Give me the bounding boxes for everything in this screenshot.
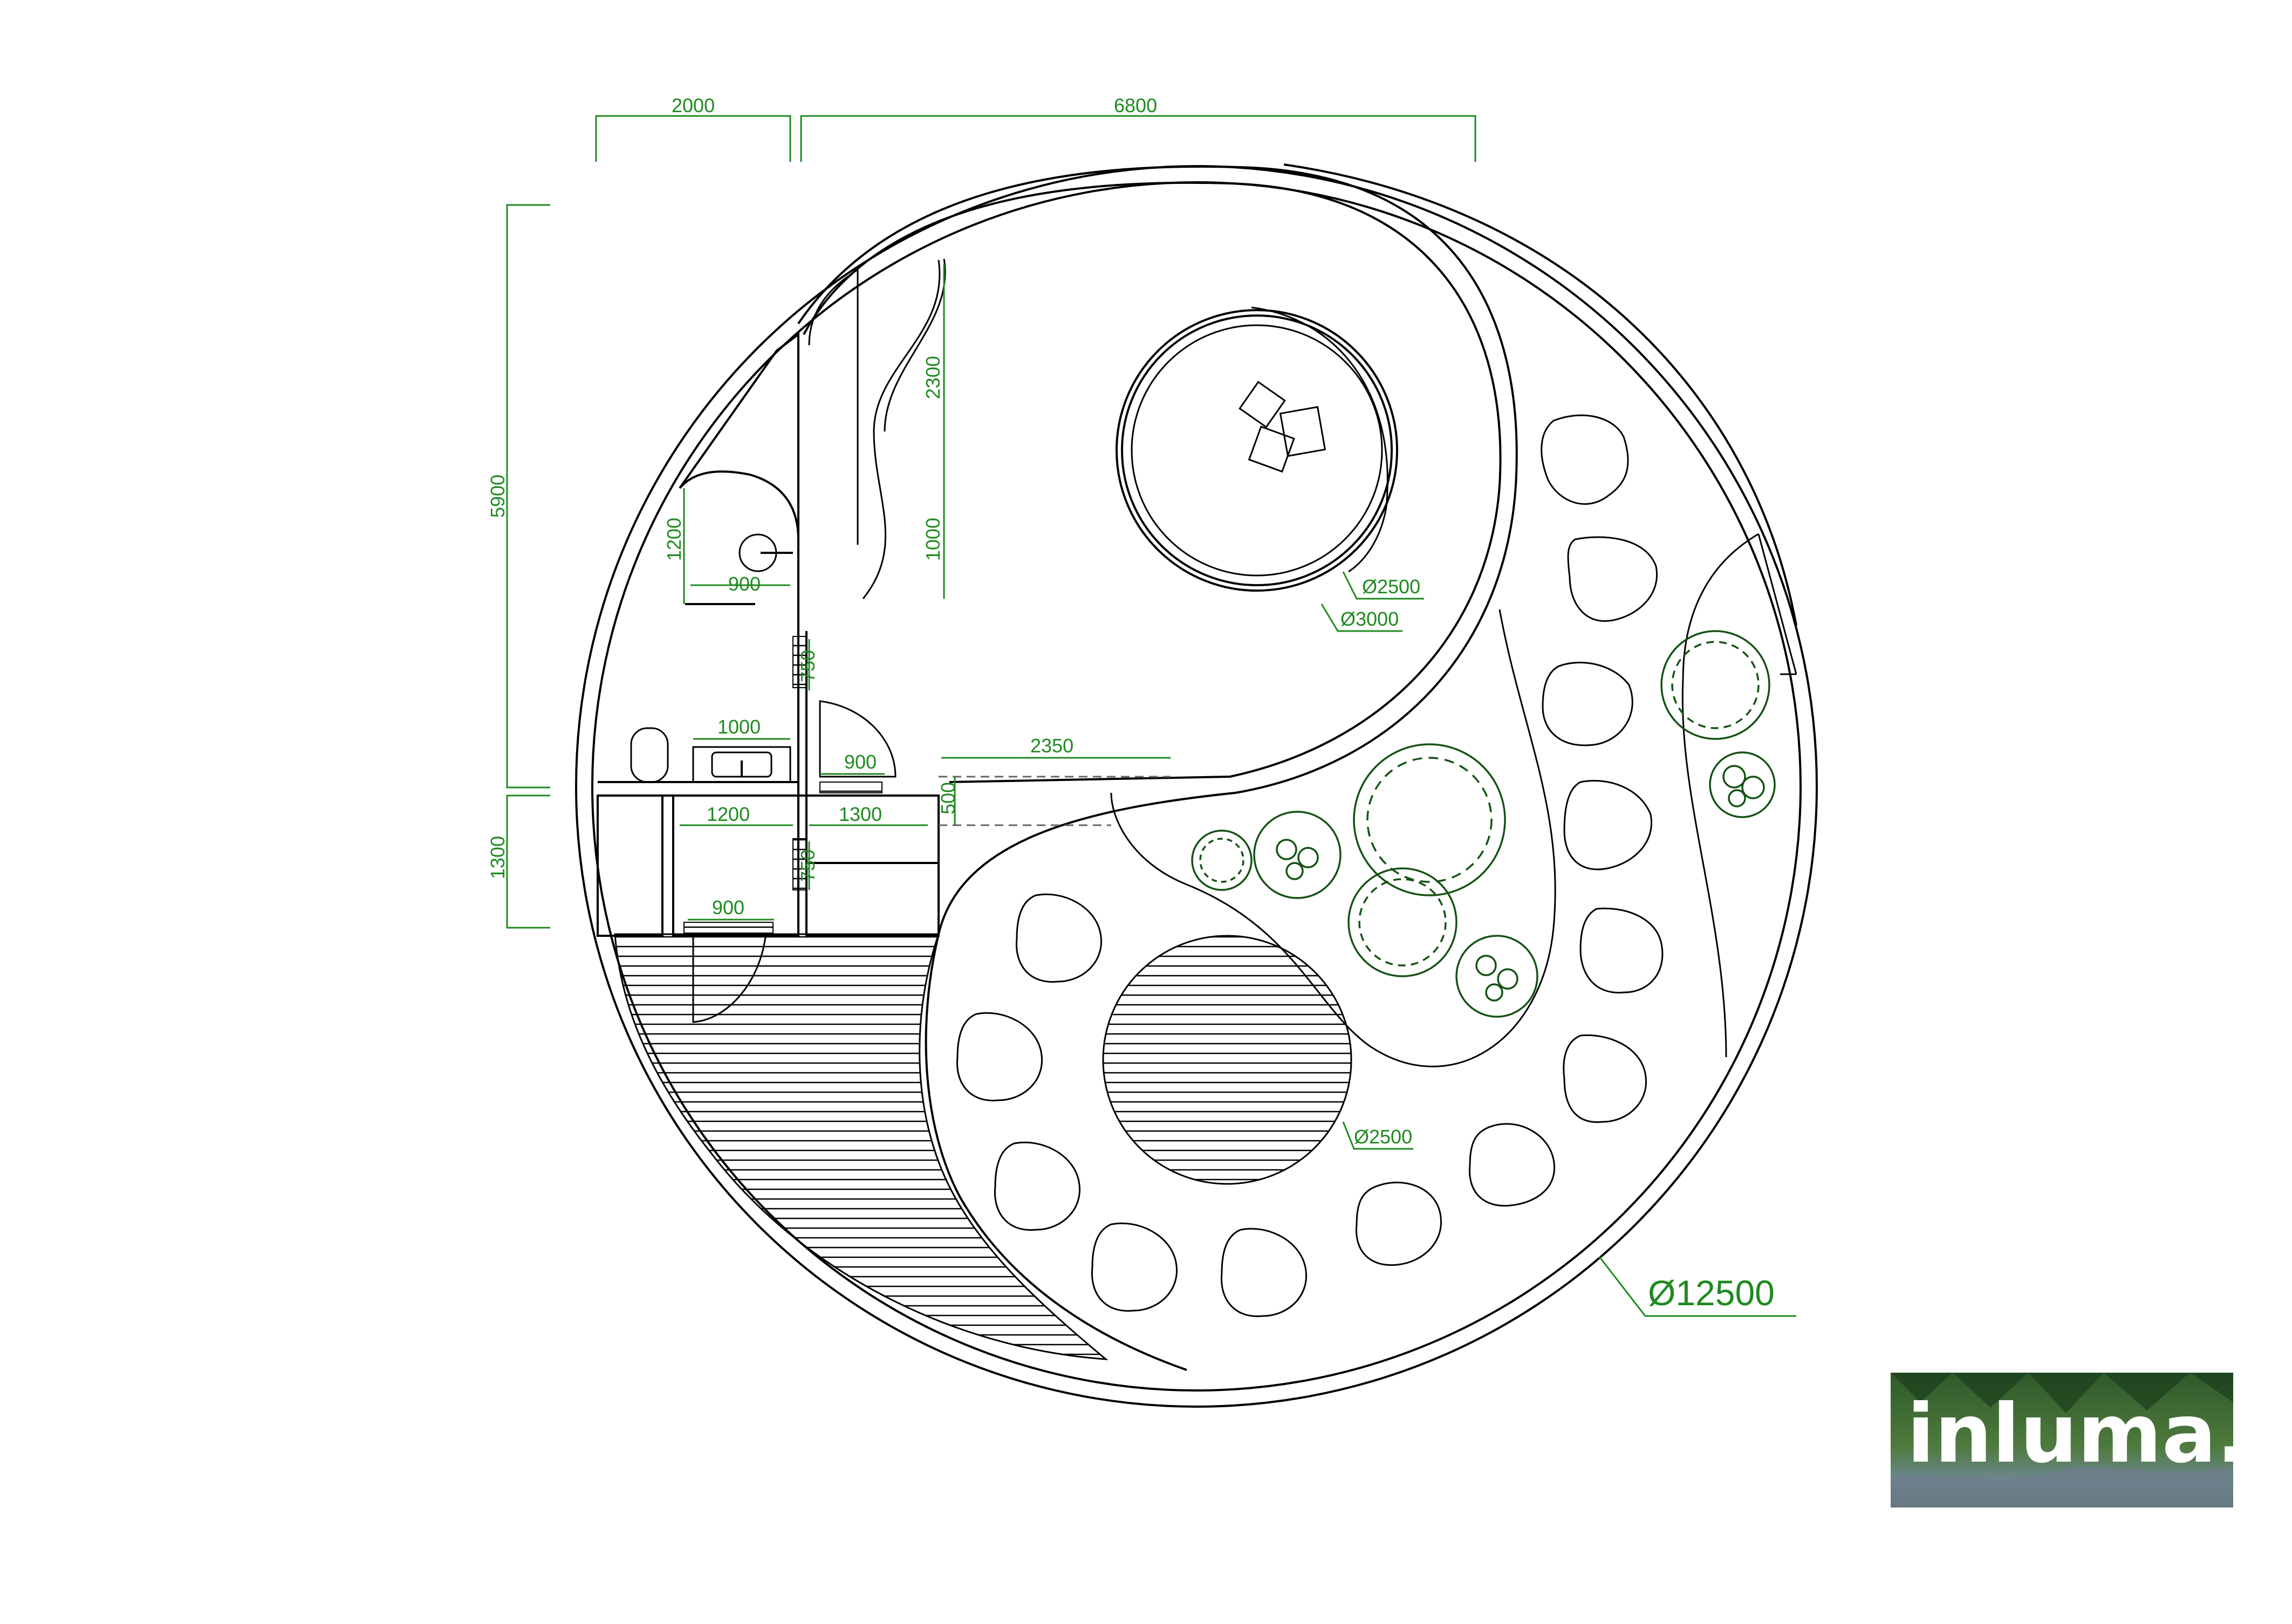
tree-icon: [1709, 751, 1776, 818]
logo-text: inluma.: [1907, 1387, 2247, 1481]
tree-icon: [1347, 867, 1458, 977]
dimension-label: 750: [797, 650, 819, 682]
tree-icon: [1353, 743, 1506, 896]
dimension-lines: [506, 115, 1796, 1317]
yin-yang-path: [797, 163, 1797, 1371]
pool-loungers: [1239, 381, 1326, 473]
hatched-terrace: [614, 933, 1109, 1360]
dimension-label: 2300: [922, 356, 944, 399]
pool-outer-diameter: Ø3000: [1340, 608, 1399, 630]
dimension-label: 1300: [839, 803, 882, 825]
planting-bed: [1110, 609, 1556, 1067]
deck-circle: [1102, 935, 1352, 1185]
pool-inner-diameter: Ø2500: [1362, 575, 1420, 598]
dimension-label: 500: [937, 782, 959, 814]
house-outline: [597, 332, 1171, 1023]
dimension-label: 750: [797, 849, 819, 882]
tree-icon: [1191, 830, 1253, 891]
dimension-label: 900: [844, 751, 877, 773]
dimension-label: 900: [712, 896, 744, 919]
dimension-label: 1000: [922, 518, 944, 561]
deck-diameter: Ø2500: [1354, 1126, 1412, 1148]
dimension-label: 6800: [1114, 94, 1157, 117]
dimension-label: 5900: [487, 475, 509, 518]
dimension-labels: 2000 6800 5900 1300 1200 900 2300 1000 7…: [487, 94, 1775, 1313]
dimension-label: 1200: [663, 518, 685, 561]
dimension-label: 2350: [1030, 735, 1073, 757]
right-path: [1681, 533, 1797, 1058]
stepping-stones: [956, 414, 1664, 1317]
site-boundary: [575, 165, 1818, 1408]
tree-icon: [1253, 811, 1342, 899]
inluma-logo: inluma.: [1891, 1373, 2247, 1507]
tree-icon: [1455, 935, 1538, 1018]
dimension-label: 1000: [717, 716, 761, 738]
dimension-label: 900: [728, 573, 761, 595]
site-diameter: Ø12500: [1648, 1273, 1775, 1313]
pool: [1116, 306, 1398, 592]
dimension-label: 1300: [487, 836, 509, 879]
dimension-label: 2000: [672, 94, 715, 117]
tree-icon: [1660, 630, 1770, 740]
trees: [1191, 630, 1776, 1018]
dimension-label: 1200: [707, 803, 750, 825]
